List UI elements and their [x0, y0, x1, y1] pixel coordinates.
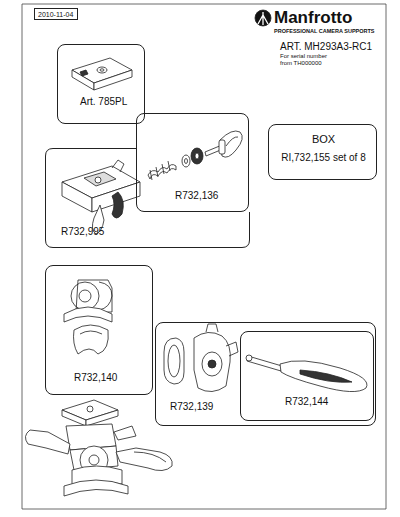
brand-name: Manfrotto — [274, 8, 352, 28]
part-box: R732,139 R732,144 — [155, 322, 376, 426]
part-number: RI,732,155 set of 8 — [281, 152, 366, 164]
part-box: R732,136 — [136, 113, 249, 212]
ball-socket-drawing — [64, 280, 112, 354]
part-box: BOX RI,732,155 set of 8 — [268, 124, 377, 180]
part-box: Art. 785PL — [57, 44, 145, 124]
part-box: R732,144 — [240, 331, 374, 421]
part-box: R732,995 — [45, 148, 250, 248]
page-frame — [22, 4, 386, 509]
plate-drawing — [72, 58, 132, 90]
part-number: R732,144 — [285, 396, 328, 408]
date-box: 2010-11-04 — [34, 8, 78, 20]
part-number: BOX — [312, 133, 335, 146]
part-number: Art. 785PL — [80, 96, 127, 108]
three-way-head-drawing — [25, 400, 172, 496]
brand-tagline: PROFESSIONAL CAMERA SUPPORTS — [274, 28, 375, 34]
part-number: R732,140 — [74, 372, 117, 384]
part-number: R732,139 — [170, 401, 213, 413]
handle-drawing — [246, 355, 367, 392]
part-number: R732,136 — [175, 190, 218, 202]
date-text: 2010-11-04 — [38, 11, 73, 19]
part-number: R732,995 — [61, 226, 104, 238]
part-box: R732,140 — [45, 265, 153, 395]
article-title: ART. MH293A3-RC1 — [280, 41, 372, 53]
lever-kit-drawing — [148, 131, 242, 180]
serial-note: For serial number from TH000000 — [280, 53, 336, 67]
clamp-drawing — [62, 160, 140, 234]
logo-icon — [255, 10, 271, 26]
collar-drawing — [164, 324, 238, 392]
